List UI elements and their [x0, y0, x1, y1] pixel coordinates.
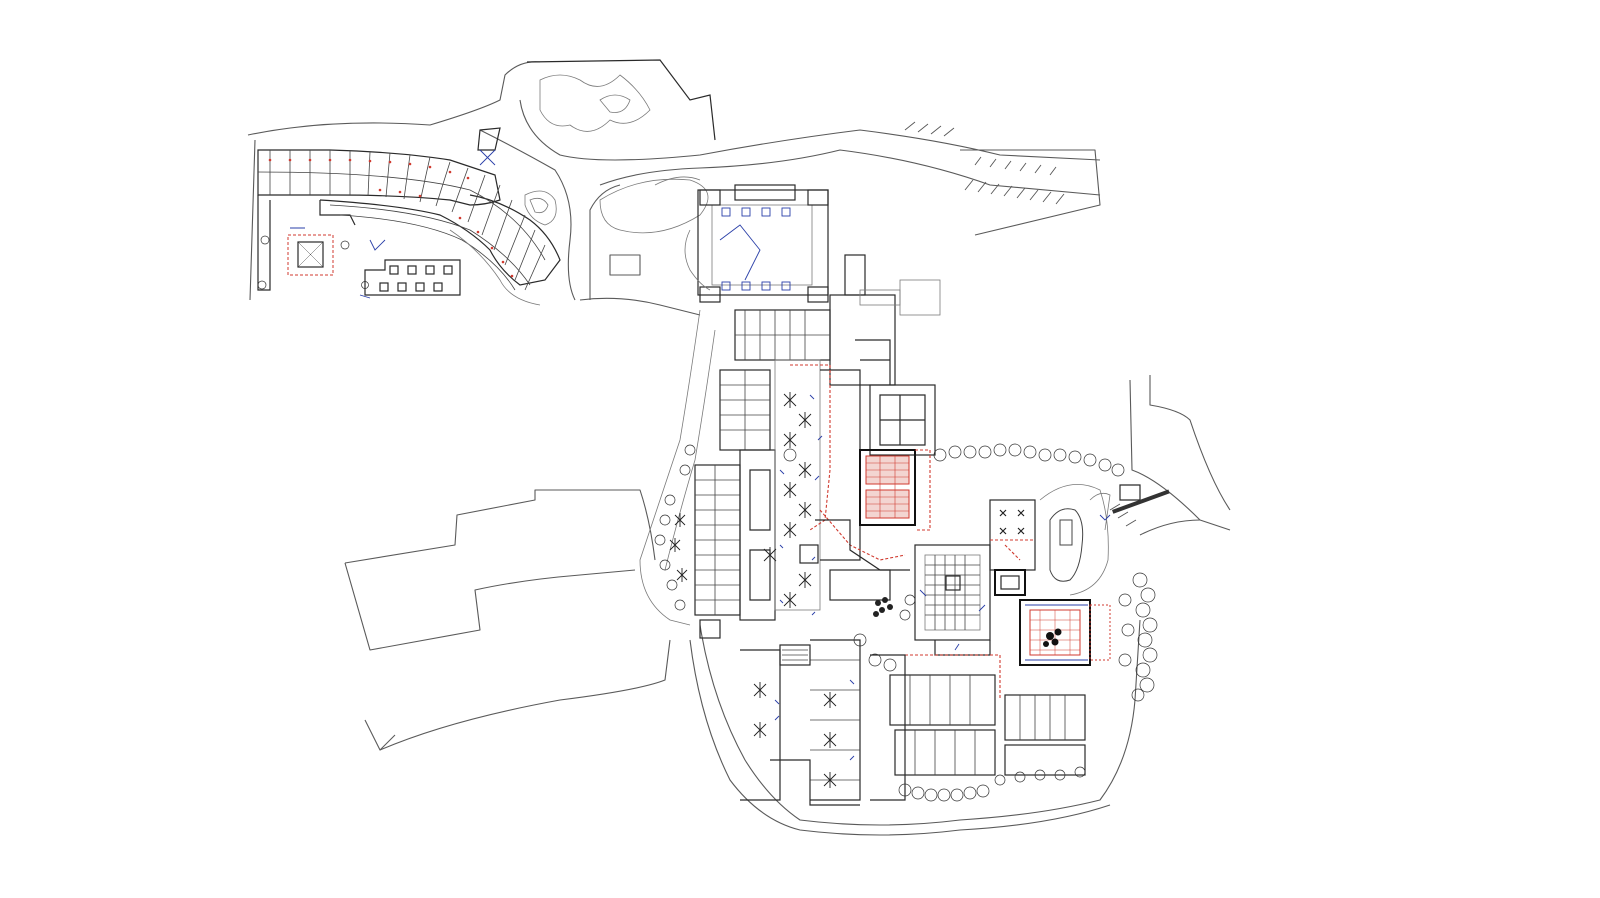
- plaza-pillars: [699, 189, 829, 303]
- palm-cluster: [873, 597, 893, 617]
- hedge-row: [1112, 489, 1170, 514]
- entry-plaza: [684, 184, 829, 303]
- tree-belt-right: [1118, 572, 1158, 702]
- spa-complex: [989, 484, 1141, 666]
- tree-belt-top: [933, 443, 1125, 477]
- terrain-outlines: [247, 59, 1231, 836]
- spa-stones: [1043, 628, 1062, 647]
- tree-belt-left: [654, 444, 916, 672]
- corridor-blue-markers: [779, 394, 823, 616]
- left-wing-villas: [694, 369, 776, 639]
- plaza-columns: [719, 207, 791, 291]
- slope-palms: [669, 513, 688, 582]
- crescent-villa-block: [257, 127, 561, 306]
- central-courtyard: [914, 544, 991, 656]
- crescent-grid: [257, 150, 546, 291]
- tree-belt-bottom: [898, 766, 1086, 802]
- corridor-palms: [763, 392, 812, 608]
- red-courts: [859, 449, 931, 531]
- crescent-column-dots: [268, 158, 514, 278]
- courtyard-pavilions: [379, 265, 453, 292]
- lower-guest-rooms: [740, 639, 1086, 806]
- central-corridor: [763, 359, 910, 616]
- parking-strips: [904, 121, 1137, 527]
- crescent-trees: [257, 235, 369, 290]
- lower-palms: [753, 682, 837, 788]
